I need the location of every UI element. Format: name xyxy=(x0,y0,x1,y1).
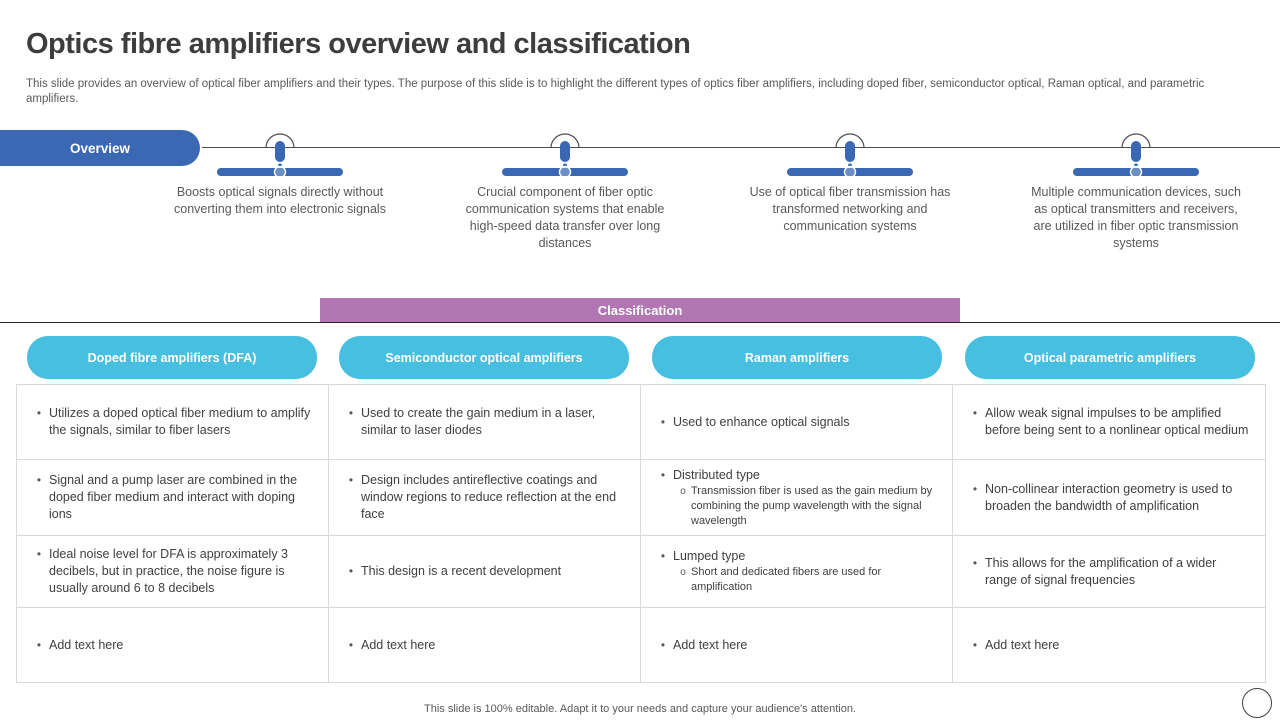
bullet-text: Utilizes a doped optical fiber medium to… xyxy=(49,406,311,437)
table-cell: • Used to create the gain medium in a las… xyxy=(329,385,641,460)
classification-banner-label: Classification xyxy=(597,303,683,318)
slide-subtitle: This slide provides an overview of optic… xyxy=(26,78,1205,105)
bullet-icon: • xyxy=(972,481,978,496)
table-cell: • Allow weak signal impulses to be amplif… xyxy=(953,385,1265,460)
bullet-icon: • xyxy=(348,406,354,420)
bullet-icon: • xyxy=(348,564,354,578)
bullet-icon: • xyxy=(348,473,354,487)
bullet-text: Add text here xyxy=(361,637,436,652)
column-header-semiconductor: Semiconductor optical amplifiers xyxy=(339,336,629,379)
sub-bullet-text: Transmission fiber is used as the gain m… xyxy=(691,484,933,527)
column-header-doped-fibre: Doped fibre amplifiers (DFA) xyxy=(27,336,317,379)
bullet-text: Allow weak signal impulses to be amplifi… xyxy=(985,406,1249,437)
sub-bullet-icon: o xyxy=(680,485,686,497)
bullet-text: Add text here xyxy=(985,637,1060,652)
column-header-raman: Raman amplifiers xyxy=(652,336,942,379)
classification-divider-line xyxy=(0,322,1280,323)
column-header-optical-parametric: Optical parametric amplifiers xyxy=(965,336,1255,379)
table-cell: • Utilizes a doped optical fiber medium t… xyxy=(17,385,329,460)
classification-table: • Utilizes a doped optical fiber medium t… xyxy=(16,384,1266,683)
timeline-item-text: Use of optical fiber transmission has tr… xyxy=(749,185,951,233)
page-title: Optics fibre amplifiers overview and cla… xyxy=(26,28,691,60)
table-cell: • Used to enhance optical signals xyxy=(641,385,953,460)
table-cell: • Ideal noise level for DFA is approximat… xyxy=(17,536,329,608)
bullet-text: Add text here xyxy=(673,637,748,652)
timeline-item-text: Boosts optical signals directly without … xyxy=(174,185,386,216)
bullet-text: Ideal noise level for DFA is approximate… xyxy=(49,547,289,595)
bullet-icon: • xyxy=(660,637,666,652)
column-header-label: Doped fibre amplifiers (DFA) xyxy=(87,350,257,365)
bullet-icon: • xyxy=(348,637,354,652)
bullet-icon: • xyxy=(972,555,978,570)
bullet-text: Design includes antireflective coatings … xyxy=(361,473,617,521)
bullet-text: Add text here xyxy=(49,637,124,652)
column-header-label: Optical parametric amplifiers xyxy=(1023,350,1197,365)
bullet-text: Signal and a pump laser are combined in … xyxy=(49,473,298,521)
table-cell[interactable]: • Add text here xyxy=(17,608,329,682)
table-cell: • Lumped type o Short and dedicated fibers … xyxy=(641,536,953,608)
timeline-item-text: Crucial component of fiber optic communi… xyxy=(465,185,665,250)
table-cell: • Design includes antireflective coatings… xyxy=(329,460,641,536)
footer-note: This slide is 100% editable. Adapt it to… xyxy=(424,703,856,715)
bullet-text: Used to enhance optical signals xyxy=(673,414,850,429)
bullet-icon: • xyxy=(36,637,42,652)
bullet-icon: • xyxy=(36,547,42,561)
bullet-icon: • xyxy=(36,473,42,487)
sub-bullet-icon: o xyxy=(680,567,686,578)
table-cell: • This design is a recent development xyxy=(329,536,641,608)
bullet-text: This allows for the amplification of a w… xyxy=(985,555,1217,587)
table-cell[interactable]: • Add text here xyxy=(329,608,641,682)
bullet-icon: • xyxy=(972,637,978,652)
table-cell: • Signal and a pump laser are combined in… xyxy=(17,460,329,536)
timeline-marker-icon xyxy=(785,130,915,179)
corner-circle-decoration xyxy=(1242,688,1272,718)
bullet-text: Used to create the gain medium in a lase… xyxy=(361,406,596,437)
bullet-text: Lumped type xyxy=(673,549,746,563)
timeline-marker-icon xyxy=(1071,130,1201,179)
bullet-icon: • xyxy=(36,406,42,420)
sub-bullet-text: Short and dedicated fibers are used for … xyxy=(691,566,882,593)
bullet-icon: • xyxy=(660,549,666,563)
bullet-icon: • xyxy=(660,467,666,482)
overview-pill: Overview xyxy=(0,130,200,166)
bullet-text: Non-collinear interaction geometry is us… xyxy=(985,481,1233,513)
timeline-line xyxy=(202,147,1280,148)
column-header-label: Semiconductor optical amplifiers xyxy=(385,350,583,365)
overview-pill-label: Overview xyxy=(69,140,131,156)
table-cell: • This allows for the amplification of a … xyxy=(953,536,1265,608)
table-cell[interactable]: • Add text here xyxy=(953,608,1265,682)
bullet-icon: • xyxy=(660,414,666,429)
timeline-item-text: Multiple communication devices, such as … xyxy=(1031,185,1241,250)
classification-banner: Classification xyxy=(320,298,960,323)
table-cell: • Distributed type o Transmission fiber is … xyxy=(641,460,953,536)
timeline-marker-icon xyxy=(500,130,630,179)
bullet-text: Distributed type xyxy=(673,467,760,482)
table-cell[interactable]: • Add text here xyxy=(641,608,953,682)
timeline-marker-icon xyxy=(215,130,345,179)
table-cell: • Non-collinear interaction geometry is u… xyxy=(953,460,1265,536)
bullet-text: This design is a recent development xyxy=(361,564,562,578)
column-header-label: Raman amplifiers xyxy=(744,350,850,365)
bullet-icon: • xyxy=(972,406,978,420)
